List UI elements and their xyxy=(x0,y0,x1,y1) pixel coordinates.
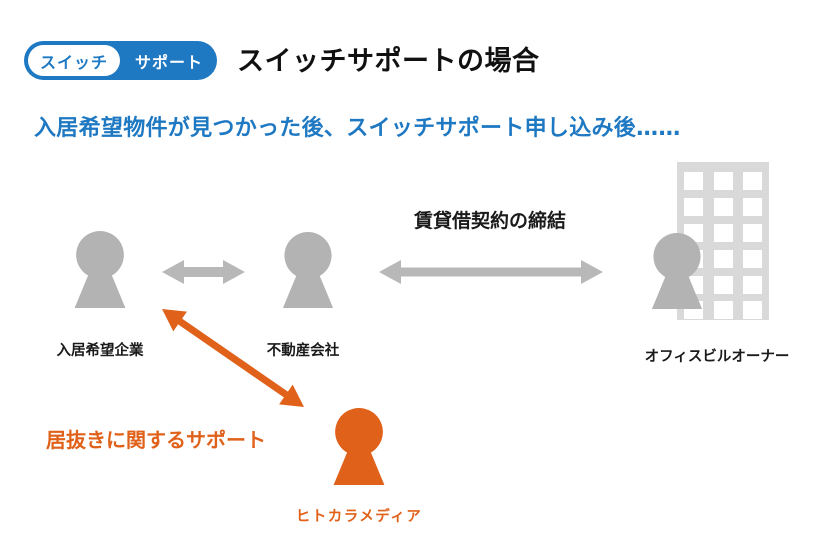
building-window xyxy=(743,224,762,242)
building-window xyxy=(684,198,703,216)
building-window xyxy=(743,198,762,216)
building-window xyxy=(743,301,762,319)
arrow-agency-owner xyxy=(379,260,603,284)
person-icon-agency xyxy=(282,232,334,308)
building-window xyxy=(714,198,733,216)
building-window xyxy=(743,172,762,190)
person-icon-tenant xyxy=(74,230,126,308)
owner-label: オフィスビルオーナー xyxy=(644,349,790,365)
building-window xyxy=(684,172,703,190)
switch-support-badge: スイッチ サポート xyxy=(24,41,217,80)
arrow-tenant-agency xyxy=(162,260,245,284)
building-window xyxy=(714,172,733,190)
arrow-tenant-hitokara xyxy=(162,309,304,407)
person-icon-hitokara xyxy=(333,408,385,485)
building-window xyxy=(714,301,733,319)
badge-left-label: スイッチ xyxy=(28,45,120,76)
contract-label: 賃貸借契約の締結 xyxy=(413,210,566,232)
person-icon-owner xyxy=(651,233,703,309)
building-window xyxy=(714,224,733,242)
building-window xyxy=(743,250,762,268)
building-window xyxy=(714,250,733,268)
agency-label: 不動産会社 xyxy=(266,343,340,359)
hitokara-label: ヒトカラメディア xyxy=(295,509,423,525)
support-label: 居抜きに関するサポート xyxy=(46,428,266,452)
badge-right-label: サポート xyxy=(134,52,203,72)
tenant-label: 入居希望企業 xyxy=(56,343,144,359)
page-title: スイッチサポートの場合 xyxy=(237,46,540,77)
subtitle: 入居希望物件が見つかった後、スイッチサポート申し込み後…… xyxy=(34,116,681,141)
building-window xyxy=(743,276,762,294)
building-window xyxy=(714,276,733,294)
